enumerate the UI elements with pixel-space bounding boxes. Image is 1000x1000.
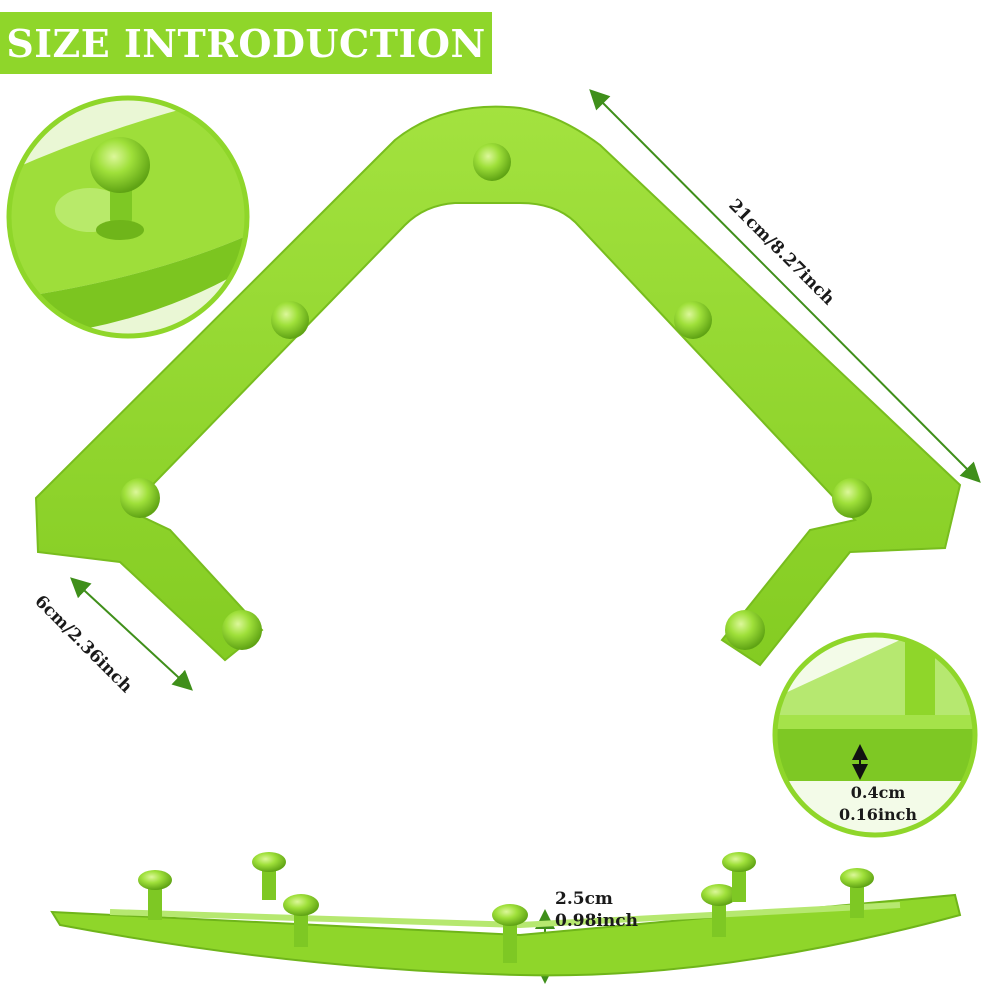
title-banner: SIZE INTRODUCTION xyxy=(0,12,492,74)
knob-detail-circle xyxy=(6,95,250,339)
height-cm: 2.5cm xyxy=(555,889,613,909)
height-label: 2.5cm 0.98inch xyxy=(555,888,675,932)
thickness-in: 0.16inch xyxy=(838,805,918,824)
thickness-detail-circle xyxy=(772,632,978,838)
height-in: 0.98inch xyxy=(555,911,638,931)
end-length-label: 6cm/2.36inch xyxy=(30,591,136,697)
banner-title: SIZE INTRODUCTION xyxy=(6,20,486,66)
thickness-cm: 0.4cm xyxy=(850,783,906,802)
peg-knob-icon xyxy=(138,852,874,963)
hanger-side-view xyxy=(50,852,962,977)
thickness-label: 0.4cm 0.16inch xyxy=(828,782,928,826)
